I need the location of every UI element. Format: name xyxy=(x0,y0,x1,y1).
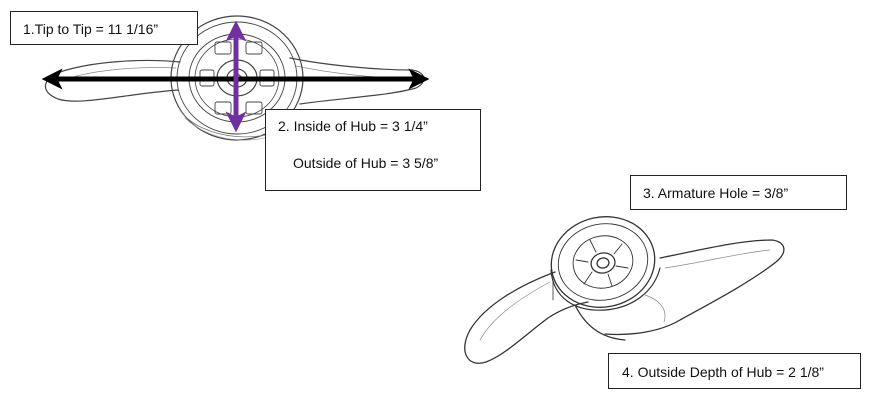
hub-measurement-label: 2. Inside of Hub = 3 1/4” Outside of Hub… xyxy=(265,109,481,191)
outside-depth-label: 4. Outside Depth of Hub = 2 1/8” xyxy=(608,353,861,389)
perspective-left-blade xyxy=(464,271,589,364)
perspective-right-blade xyxy=(604,239,785,336)
armature-hole-label: 3. Armature Hole = 3/8” xyxy=(630,175,847,210)
tip-to-tip-text: 1.Tip to Tip = 11 1/16” xyxy=(23,21,159,37)
armature-hole-text: 3. Armature Hole = 3/8” xyxy=(643,185,789,201)
armature-hole xyxy=(590,252,616,274)
propeller-perspective-view xyxy=(464,216,785,364)
perspective-hub-face xyxy=(550,216,656,308)
outside-depth-text: 4. Outside Depth of Hub = 2 1/8” xyxy=(622,364,824,380)
tip-to-tip-label: 1.Tip to Tip = 11 1/16” xyxy=(10,11,198,45)
inside-hub-text: 2. Inside of Hub = 3 1/4” xyxy=(278,118,428,134)
outside-hub-text: Outside of Hub = 3 5/8” xyxy=(293,155,439,171)
